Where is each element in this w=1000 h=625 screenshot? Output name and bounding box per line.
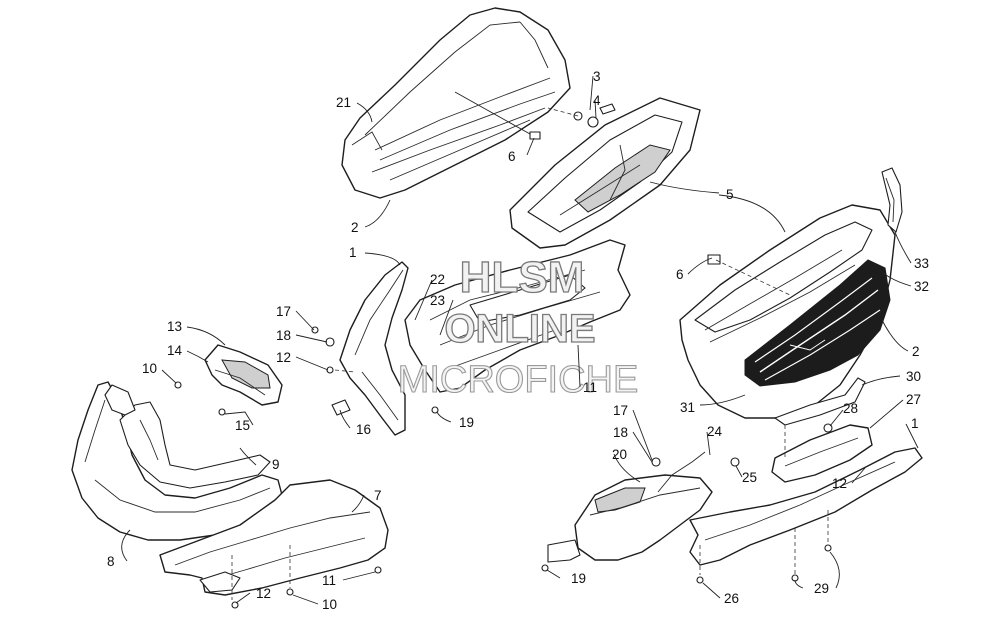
lower-belly-panel-part: [159, 479, 389, 596]
front-bumper-part: [71, 381, 283, 541]
callout-33: 33: [914, 256, 929, 271]
watermark: HLSM ONLINE MICROFICHE: [397, 252, 639, 401]
watermark-line-2: ONLINE: [444, 307, 595, 351]
callout-9: 9: [272, 457, 280, 472]
callout-6-right: 6: [676, 267, 684, 282]
belly-skid-part: [689, 447, 923, 566]
callout-6-upper: 6: [508, 149, 516, 164]
side-panel-part: [204, 344, 283, 406]
windshield-panel-part: [509, 97, 701, 249]
callout-2-right: 2: [912, 344, 920, 359]
right-belly-pan-part: [547, 474, 713, 563]
hardware-parts: [174, 103, 833, 609]
callout-5: 5: [726, 187, 734, 202]
callout-1-lower: 1: [911, 416, 919, 431]
callout-11-upper: 11: [583, 380, 597, 395]
callout-12-right: 12: [832, 476, 847, 491]
front-hood-part: [679, 204, 896, 419]
callout-1-upper: 1: [349, 245, 357, 260]
center-console-part: [339, 261, 409, 436]
leader-lines: [121, 75, 919, 605]
assembly-lines: [231, 107, 829, 600]
callout-25: 25: [742, 470, 757, 485]
upper-hood-part: [341, 7, 571, 199]
watermark-line-3: MICROFICHE: [398, 359, 639, 401]
callout-28: 28: [843, 401, 858, 416]
callout-32: 32: [914, 279, 929, 294]
callout-17-upper: 17: [276, 304, 291, 319]
callout-20: 20: [612, 447, 627, 462]
callout-22: 22: [430, 272, 445, 287]
callout-12-lower: 12: [256, 586, 271, 601]
callout-15: 15: [235, 418, 250, 433]
callout-19-upper: 19: [459, 415, 474, 430]
callout-labels: 21 3 4 6 2 5 1 22 23 6 33 32 2 17 18 12 …: [107, 69, 929, 612]
callout-24: 24: [707, 424, 723, 439]
deflector-part: [774, 377, 866, 426]
callout-2-upper: 2: [351, 220, 359, 235]
callout-7: 7: [374, 488, 382, 503]
callout-21: 21: [336, 95, 351, 110]
callout-18-upper: 18: [276, 328, 291, 343]
callout-14: 14: [167, 343, 183, 358]
callout-29: 29: [814, 581, 829, 596]
callout-11-lower: 11: [322, 573, 336, 588]
callout-4: 4: [593, 93, 601, 108]
callout-13: 13: [167, 319, 182, 334]
watermark-line-1: HLSM: [460, 253, 585, 302]
callout-31: 31: [680, 400, 695, 415]
callout-27: 27: [906, 392, 921, 407]
callout-3: 3: [593, 69, 601, 84]
callout-23: 23: [430, 293, 445, 308]
callout-12-upper: 12: [276, 350, 291, 365]
callout-18-lower: 18: [613, 425, 628, 440]
callout-30: 30: [906, 369, 921, 384]
callout-19-lower: 19: [571, 571, 586, 586]
skid-plate-part: [771, 424, 873, 483]
callout-26: 26: [724, 591, 739, 606]
side-handle-part: [881, 167, 903, 233]
callout-16: 16: [356, 422, 371, 437]
callout-10-lower: 10: [322, 597, 337, 612]
callout-10-upper: 10: [142, 361, 157, 376]
floor-tray-part: [404, 239, 631, 393]
callout-17-lower: 17: [613, 403, 628, 418]
callout-8: 8: [107, 554, 115, 569]
